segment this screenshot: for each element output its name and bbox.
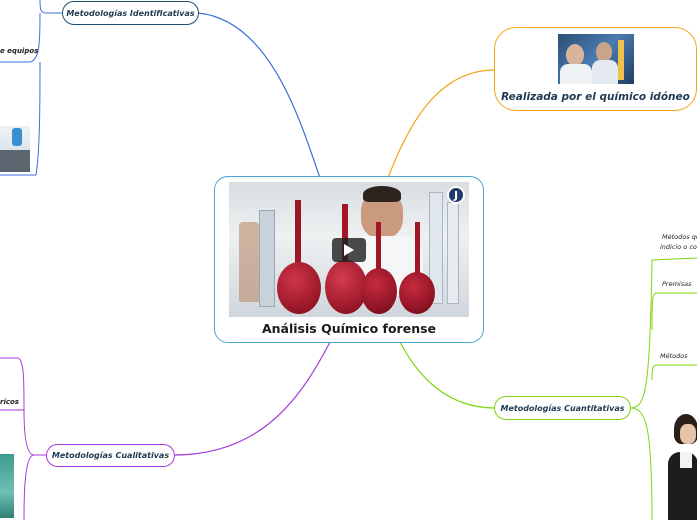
subtopic-premisas[interactable]: Premisas xyxy=(662,280,692,288)
red-flask-4 xyxy=(415,222,420,282)
quimico-glassware xyxy=(617,40,624,80)
branch-cualitativas-label: Metodologías Cualitativas xyxy=(51,451,170,460)
quimico-person-1 xyxy=(565,44,584,66)
play-button[interactable] xyxy=(332,238,366,262)
subtopic-metodos-q-line1[interactable]: Métodos qu xyxy=(662,233,697,241)
sub-image-bottle xyxy=(12,128,22,146)
red-flask-3 xyxy=(376,222,381,277)
identificativas-sub-image xyxy=(0,126,30,172)
red-flask-4-bulb xyxy=(399,272,435,314)
identificativas-connector xyxy=(197,12,321,179)
cualitativas-connector xyxy=(173,341,331,456)
flask-bg-1 xyxy=(239,222,259,302)
central-topic[interactable]: J Análisis Químico forense xyxy=(214,176,484,343)
branch-cuantitativas[interactable]: Metodologías Cuantitativas xyxy=(494,396,631,420)
branch-identificativas-label: Metodologías Identificativas xyxy=(66,8,195,18)
cualitativas-sub-connector-2 xyxy=(0,357,25,411)
red-flask-2-bulb xyxy=(325,260,367,314)
quimico-person-2 xyxy=(595,42,612,62)
woman-collar xyxy=(680,452,692,468)
cualitativas-sub-image xyxy=(0,454,14,518)
cuantitativas-connector xyxy=(399,341,496,409)
quimico-person-2-body xyxy=(591,60,618,84)
cuantitativas-sub-connector-3 xyxy=(651,364,697,381)
play-icon xyxy=(344,244,354,256)
woman-face xyxy=(680,424,696,444)
red-flask-1-bulb xyxy=(277,262,321,314)
flask-bg-2 xyxy=(259,210,275,307)
flask-bg-3 xyxy=(429,192,443,304)
quimico-photo xyxy=(557,34,634,84)
red-flask-3-bulb xyxy=(361,268,397,314)
scientist-hair xyxy=(363,186,401,202)
subtopic-ricos[interactable]: ricos xyxy=(0,398,19,406)
identificativas-sub-connector xyxy=(0,12,41,63)
cualitativas-sub-connector xyxy=(0,409,46,456)
cuantitativas-sub-connector-1 xyxy=(629,257,697,409)
red-flask-1 xyxy=(295,200,301,270)
branch-cuantitativas-label: Metodologías Cuantitativas xyxy=(500,403,625,413)
identificativas-underline xyxy=(39,0,62,14)
cuantitativas-sub-image xyxy=(660,410,697,520)
quimico-connector xyxy=(387,69,496,179)
cuantitativas-sub-connector-4 xyxy=(629,407,653,520)
subtopic-equipos[interactable]: e equipos xyxy=(0,47,39,55)
branch-identificativas[interactable]: Metodologías Identificativas xyxy=(62,1,199,25)
sub-image-equipment xyxy=(0,150,30,172)
central-title: Análisis Químico forense xyxy=(261,321,437,336)
identificativas-sub-connector-2 xyxy=(0,61,41,176)
branch-cualitativas[interactable]: Metodologías Cualitativas xyxy=(46,444,175,467)
flask-bg-4 xyxy=(447,202,459,304)
quimico-person-1-body xyxy=(559,64,592,84)
cualitativas-sub-connector-3 xyxy=(23,454,35,520)
branch-quimico-label: Realizada por el químico idóneo xyxy=(501,91,690,103)
branch-quimico[interactable]: Realizada por el químico idóneo xyxy=(494,27,697,111)
red-flask-2 xyxy=(342,204,348,266)
t-logo-icon: J xyxy=(447,186,465,204)
video-thumbnail[interactable]: J xyxy=(229,182,469,317)
subtopic-metodos[interactable]: Métodos xyxy=(660,352,688,360)
subtopic-metodos-q-line2: indicio o co xyxy=(660,243,697,251)
cuantitativas-sub-connector-2 xyxy=(651,292,697,331)
